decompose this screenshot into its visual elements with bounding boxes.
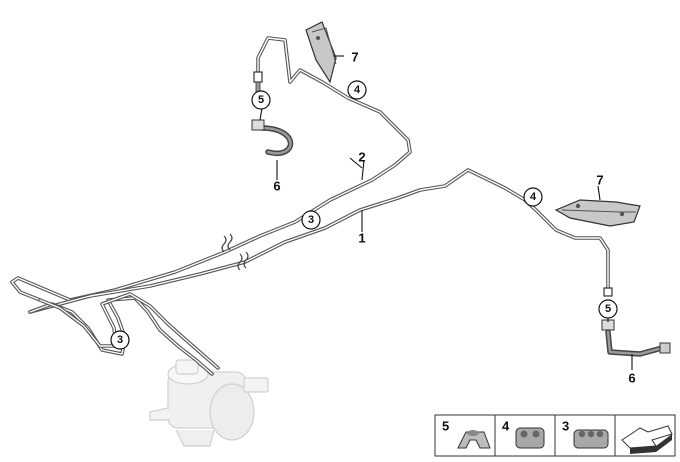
label-hose-6-left: 6	[273, 179, 280, 194]
label-pipe-1: 1	[358, 231, 365, 246]
svg-text:5: 5	[258, 94, 264, 106]
svg-text:5: 5	[442, 419, 449, 434]
bracket-right	[554, 199, 641, 227]
triple-clip-icon	[573, 429, 609, 449]
label-hose-6-right: 6	[628, 371, 635, 386]
brake-pipes	[10, 36, 610, 376]
svg-text:5: 5	[605, 303, 611, 315]
legend-item-4: 4	[502, 419, 545, 449]
callout-3-lower: 3	[110, 330, 130, 350]
svg-text:3: 3	[308, 214, 314, 226]
flex-hose-right	[601, 287, 671, 357]
callout-5-right: 5	[598, 299, 618, 319]
label-bracket-7-top: 7	[351, 50, 358, 65]
pipe-break-marks	[221, 233, 249, 271]
bracket-top	[305, 21, 337, 84]
svg-text:4: 4	[354, 84, 361, 96]
direction-arrow-icon	[621, 425, 673, 454]
callout-4-upper: 4	[347, 80, 367, 100]
callout-5-left: 5	[251, 90, 271, 110]
legend-item-3: 3	[562, 419, 609, 449]
svg-text:4: 4	[502, 419, 510, 434]
pipe-clip-icon	[457, 430, 491, 449]
leader-lines	[259, 55, 633, 370]
legend-item-arrow	[621, 425, 673, 454]
callout-4-right: 4	[523, 187, 543, 207]
double-clip-icon	[515, 427, 545, 449]
master-cylinder-illustration	[149, 359, 269, 447]
flex-hose-left	[251, 71, 294, 156]
svg-text:4: 4	[530, 191, 537, 203]
svg-text:3: 3	[562, 419, 569, 434]
label-pipe-2: 2	[358, 150, 365, 165]
parts-legend: 5 4 3	[434, 414, 676, 457]
svg-text:3: 3	[117, 334, 123, 346]
legend-item-5: 5	[442, 419, 491, 449]
label-bracket-7-right: 7	[596, 173, 603, 188]
callout-3-upper: 3	[301, 210, 321, 230]
